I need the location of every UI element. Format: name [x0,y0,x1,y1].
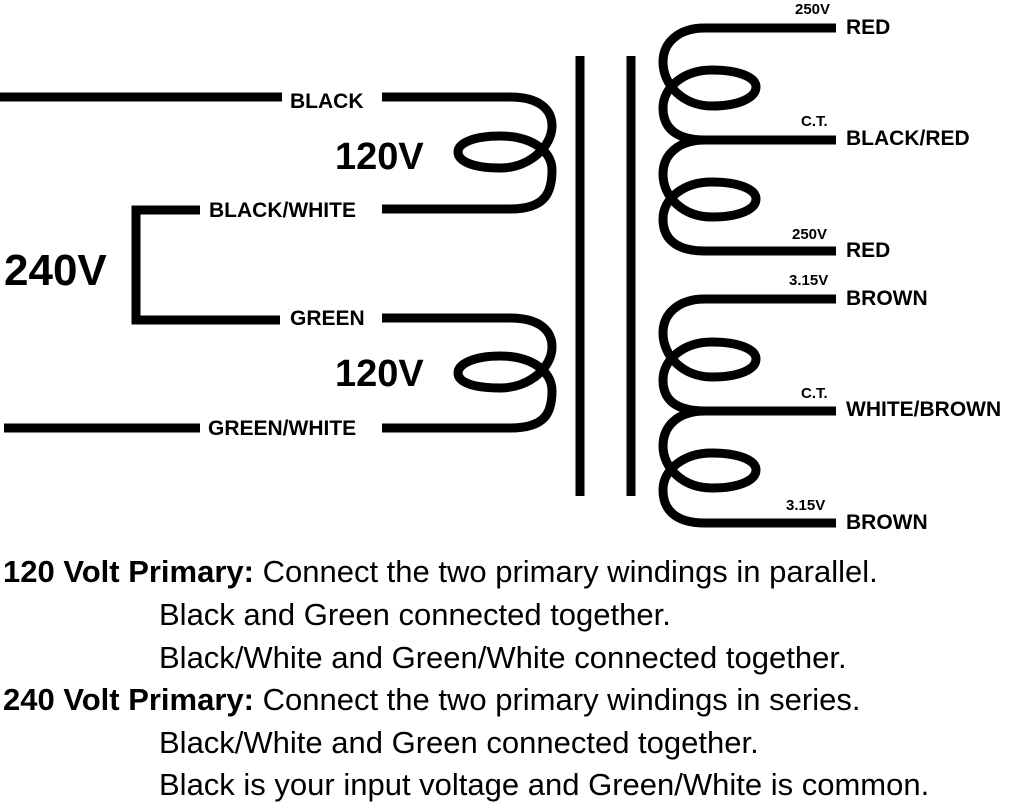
note-240-primary: 240 Volt Primary: Connect the two primar… [3,684,860,715]
primary-coil-lower [382,313,557,433]
hv-bottom-voltage: 250V [792,226,828,243]
lower-coil-voltage: 120V [335,353,424,395]
note-240-step-1: Black/White and Green connected together… [159,725,759,760]
note-120-step-1: Black and Green connected together. [159,597,671,632]
note-240-text: Connect the two primary windings in seri… [253,682,861,717]
series-link-wire [131,205,280,325]
note-120-primary: 120 Volt Primary: Connect the two primar… [3,556,878,587]
note-120-step-2: Black/White and Green/White connected to… [159,640,847,675]
hv-bottom-wire-label: RED [846,239,891,262]
green-white-wire-label: GREEN/WHITE [208,417,357,440]
upper-coil-voltage: 120V [335,136,424,178]
hv-top-voltage: 250V [795,1,831,18]
series-voltage-label: 240V [4,246,107,295]
heater-top-wire-label: BROWN [846,287,928,310]
note-120-heading: 120 Volt Primary: [3,554,254,589]
heater-secondary-coil [658,294,836,528]
hv-ct-wire-label: BLACK/RED [846,127,970,150]
black-white-wire-label: BLACK/WHITE [209,199,356,222]
note-120-text: Connect the two primary windings in para… [253,554,878,589]
note-240-heading: 240 Volt Primary: [3,682,254,717]
heater-bottom-voltage: 3.15V [786,497,826,514]
black-wire-label: BLACK [290,90,364,113]
primary-coil-upper [382,92,557,214]
hv-ct-label: C.T. [801,113,828,130]
green-wire-label: GREEN [290,307,365,330]
heater-top-voltage: 3.15V [789,272,829,289]
hv-secondary-coil [658,23,836,256]
heater-bottom-wire-label: BROWN [846,511,928,534]
hv-top-wire-label: RED [846,16,891,39]
transformer-wiring-diagram [0,23,836,528]
heater-ct-wire-label: WHITE/BROWN [846,398,1002,421]
note-240-step-2: Black is your input voltage and Green/Wh… [159,767,930,802]
heater-ct-label: C.T. [801,385,828,402]
